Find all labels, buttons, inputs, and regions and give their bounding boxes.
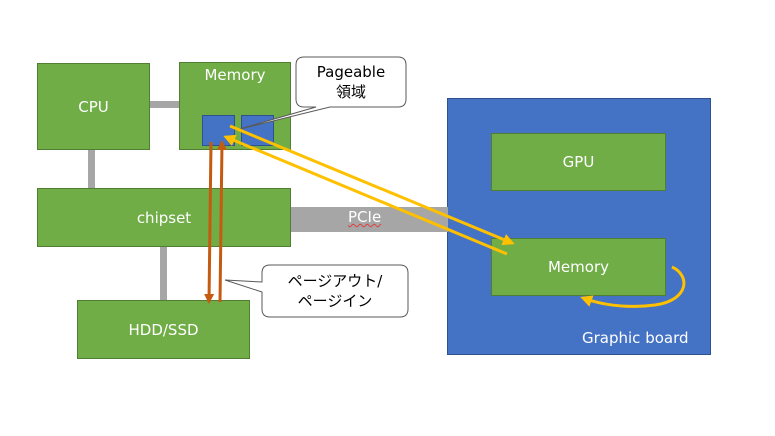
gpu-box: GPU [491, 133, 666, 191]
chipset-storage-bus [160, 247, 167, 300]
pcie-label: PCIe [348, 208, 382, 226]
gpu-memory-loop-arrow [580, 265, 686, 308]
cpu-box: CPU [37, 63, 150, 150]
pageable-callout [235, 56, 407, 131]
cpu-memory-bus [150, 101, 180, 108]
storage-label: HDD/SSD [128, 320, 199, 339]
page-out-arrow [204, 141, 215, 304]
chipset-label: chipset [136, 208, 192, 227]
gpu-to-host-arrow [223, 134, 508, 256]
pageable-callout-text: Pageable 領域 [296, 62, 406, 102]
pageable-line-2: 領域 [335, 83, 366, 101]
cpu-label: CPU [78, 97, 109, 116]
chipset-box: chipset [37, 188, 291, 247]
graphic-board-label: Graphic board [582, 329, 689, 347]
pageable-line-1: Pageable [316, 63, 386, 81]
host-to-gpu-arrow [229, 124, 515, 246]
paging-callout-text: ページアウト/ ページイン [262, 271, 408, 311]
memory-label: Memory [204, 66, 266, 84]
paging-callout [224, 264, 409, 318]
storage-box: HDD/SSD [77, 300, 250, 359]
gpu-memory-label: Memory [547, 258, 609, 276]
gpu-label: GPU [562, 153, 595, 171]
cpu-chipset-bus [88, 150, 95, 188]
paging-line-2: ページイン [297, 292, 373, 310]
gpu-memory-box: Memory [491, 238, 666, 296]
page-in-arrow [216, 140, 227, 303]
paging-line-1: ページアウト/ [287, 272, 383, 290]
